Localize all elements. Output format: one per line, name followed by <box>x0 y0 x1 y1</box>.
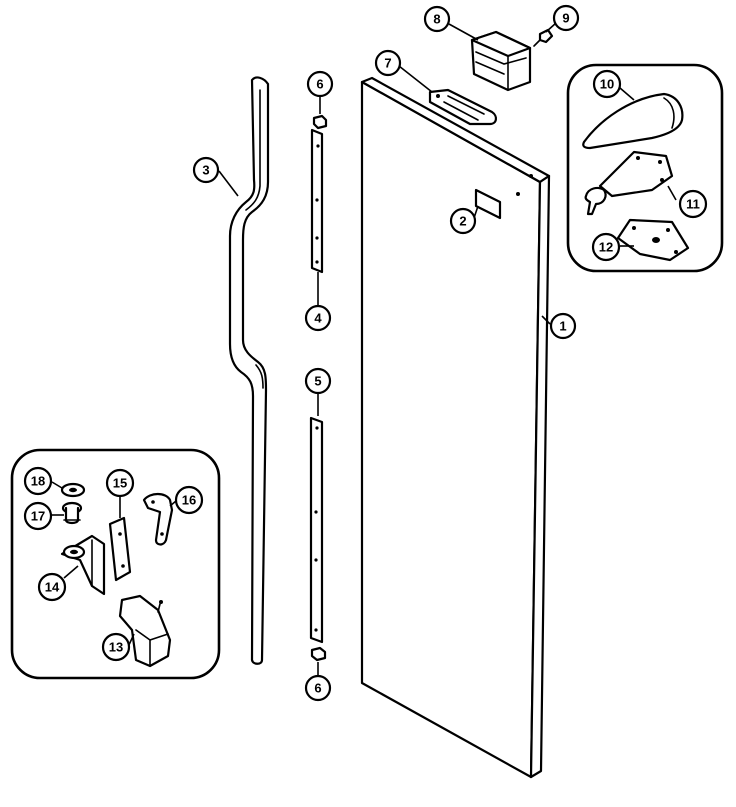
callout-6-upper: 6 <box>306 70 334 98</box>
hinge-cover <box>582 92 684 150</box>
cam-bracket <box>142 492 174 546</box>
callout-1: 1 <box>549 312 577 340</box>
door-handle <box>228 76 270 665</box>
callout-7-label: 7 <box>384 56 391 71</box>
callout-18: 18 <box>23 466 53 496</box>
callout-5: 5 <box>304 367 332 395</box>
hinge-plate <box>108 516 132 582</box>
lower-trim-strip <box>309 416 324 644</box>
callout-12: 12 <box>591 232 621 262</box>
hinge-pin <box>61 501 83 525</box>
callout-9-label: 9 <box>562 11 569 26</box>
door-panel <box>360 76 551 779</box>
callout-6-lower: 6 <box>304 674 332 702</box>
callout-15: 15 <box>105 468 135 498</box>
door-stop-bracket <box>428 88 497 126</box>
callout-12-label: 12 <box>599 240 613 255</box>
upper-trim-strip <box>310 128 324 274</box>
callout-13: 13 <box>101 632 131 662</box>
callout-8: 8 <box>423 5 451 33</box>
callout-5-label: 5 <box>314 374 321 389</box>
callout-6-upper-label: 6 <box>316 77 323 92</box>
hinge-bracket-cover <box>118 594 172 668</box>
callout-2: 2 <box>449 207 477 235</box>
callout-17: 17 <box>23 501 53 531</box>
callout-13-label: 13 <box>109 640 123 655</box>
callout-10-label: 10 <box>600 77 614 92</box>
lower-trim-cap <box>310 646 327 662</box>
top-hinge <box>584 150 674 216</box>
callout-11-label: 11 <box>686 197 700 212</box>
upper-trim-cap <box>312 114 328 130</box>
callout-9: 9 <box>552 4 580 32</box>
callout-15-label: 15 <box>113 476 127 491</box>
callout-16-label: 16 <box>182 493 196 508</box>
callout-2-label: 2 <box>459 214 466 229</box>
callout-1-label: 1 <box>559 319 566 334</box>
bottom-hinge <box>60 534 106 596</box>
hinge-screw <box>533 28 554 47</box>
washer <box>60 482 86 498</box>
callout-4-label: 4 <box>314 311 322 326</box>
callout-8-label: 8 <box>433 12 440 27</box>
door-label <box>474 188 502 220</box>
callout-3: 3 <box>192 156 220 184</box>
callout-14: 14 <box>37 572 67 602</box>
hinge-shim <box>616 218 690 262</box>
callout-4: 4 <box>304 304 332 332</box>
callout-11: 11 <box>678 189 708 219</box>
callout-17-label: 17 <box>31 509 45 524</box>
callout-7: 7 <box>374 49 402 77</box>
callout-6-lower-label: 6 <box>314 681 321 696</box>
callout-14-label: 14 <box>45 580 60 595</box>
callout-10: 10 <box>592 69 622 99</box>
top-hinge-block <box>470 30 532 92</box>
callout-18-label: 18 <box>31 474 45 489</box>
callout-3-label: 3 <box>202 163 209 178</box>
callout-16: 16 <box>174 485 204 515</box>
